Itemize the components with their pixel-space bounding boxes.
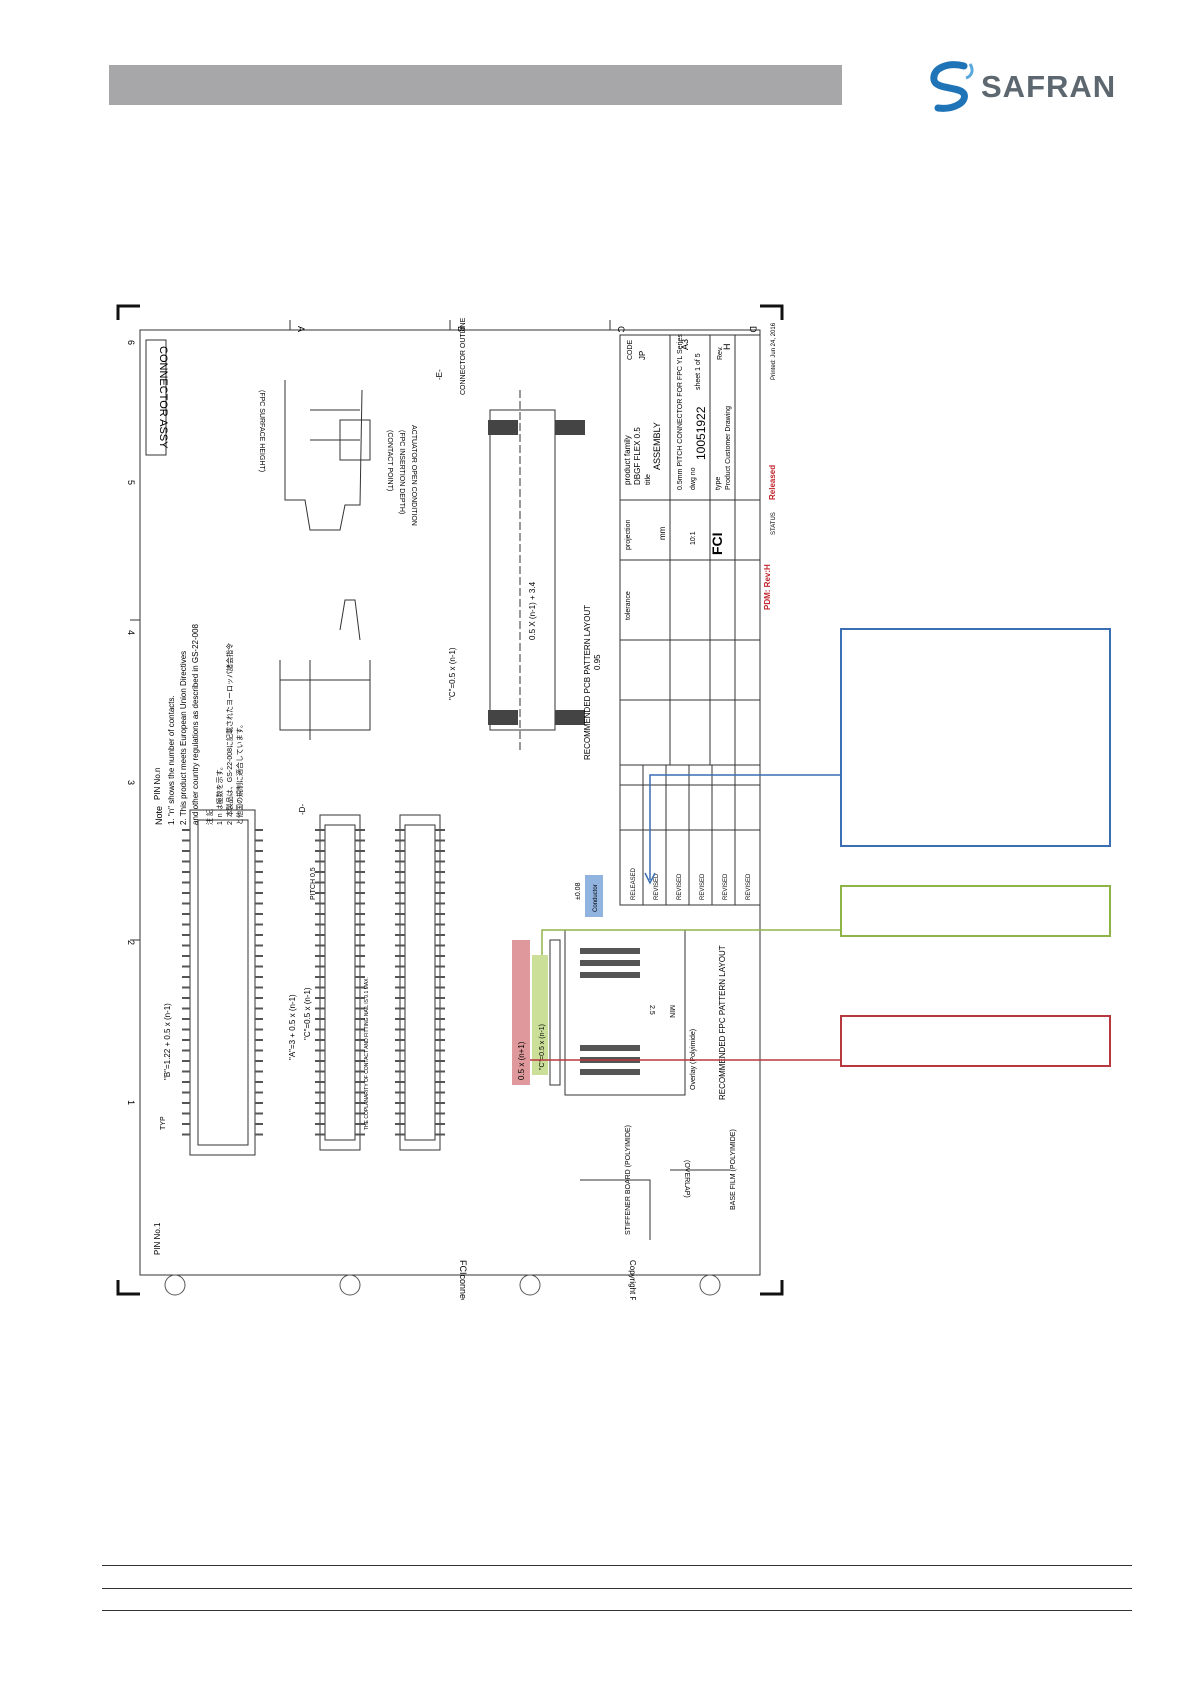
footer-rule-2 — [102, 1588, 1132, 1589]
overlap-label: (OVERLAP) — [683, 1160, 690, 1198]
actuator-label: ACTUATOR OPEN CONDITION — [410, 425, 417, 526]
header-bar — [109, 65, 842, 105]
grid-number-5: 5 — [126, 480, 136, 485]
copyright-label: Copyright FCI — [628, 1260, 637, 1300]
dim-c-label: "C"=0.5 x (n-1) — [303, 987, 312, 1040]
type-label: type — [715, 477, 722, 490]
coplanarity-note: THE COPLANARITY OF CONTACT AND FITTING N… — [364, 977, 370, 1130]
fpc-green-dim: "C"=0.5 x (n-1) — [539, 1024, 546, 1070]
note-jp-2: 2. 本製品は、GS-22-008に記載されたヨーロッパ諸会指令 — [225, 643, 234, 825]
rev-row-d: REVISED — [654, 873, 660, 900]
dwg-no-label: dwg no — [690, 467, 697, 490]
connector-outline-label: CONNECTOR OUTLINE — [460, 317, 467, 395]
footer-rule-3 — [102, 1610, 1132, 1611]
grid-number-1: 1 — [126, 1100, 136, 1105]
code-value: JP — [638, 351, 647, 360]
conductor-highlight — [585, 875, 603, 917]
note-2: 2. This product meets European Union Dir… — [179, 651, 188, 825]
pcb-dim-1: 0.5 X (n-1) + 3.4 — [528, 581, 537, 640]
pin-1-label: PIN No.1 — [153, 1222, 162, 1255]
title-desc: 0.5mm PITCH CONNECTOR FOR FPC YL Series — [677, 334, 684, 490]
product-family-label: product family — [623, 435, 632, 485]
type-value: Product Customer Drawing — [725, 406, 732, 490]
fpc-min-label: MIN — [668, 1005, 675, 1018]
title-label: title — [645, 474, 652, 485]
grid-number-2: 2 — [126, 940, 136, 945]
dwg-no-value: 10051922 — [694, 406, 708, 460]
pdm-rev: PDM: Rev:H — [763, 564, 772, 610]
grid-number-6: 6 — [126, 340, 136, 345]
fci-logo: FCI — [709, 532, 725, 555]
rev-row-f: REVISED — [700, 873, 706, 900]
projection-label: projection — [625, 520, 632, 550]
fpc-dim-08: ±0.08 — [575, 882, 582, 900]
rev-row-e: REVISED — [677, 873, 683, 900]
pin-n-label: PIN No.n — [153, 768, 162, 800]
pcb-layout-title: RECOMMENDED PCB PATTERN LAYOUT — [583, 605, 592, 760]
website-label: FCIconnect.com — [458, 1260, 468, 1300]
fpc-dim-25: 2.5 — [648, 1005, 655, 1015]
rev-row-a: RELEASED — [631, 867, 637, 900]
grid-letter-c: C — [616, 326, 626, 333]
datum-d-label: -D- — [298, 804, 307, 815]
pcb-dim-2: "C"=0.5 x (n-1) — [448, 647, 457, 700]
contact-point-label: (CONTACT POINT) — [386, 430, 393, 491]
status-label: STATUS — [771, 512, 777, 535]
note-jp-1: 1. n は極数を示す。 — [215, 763, 224, 825]
callout-box-red — [840, 1015, 1111, 1067]
rev-row-h: REVISED — [746, 873, 752, 900]
code-label: CODE — [627, 339, 634, 360]
safran-s-icon — [930, 61, 974, 112]
fpc-red-highlight — [512, 940, 530, 1085]
fpc-green-highlight — [532, 955, 548, 1075]
tolerance-label: tolerance — [625, 591, 632, 620]
base-film-label: BASE FILM (POLYIMIDE) — [730, 1129, 737, 1210]
connector-assy-label: CONNECTOR ASSY — [157, 346, 169, 449]
datum-e-label: -E- — [435, 369, 444, 380]
rev-value: H — [722, 344, 732, 351]
rev-row-g: REVISED — [723, 873, 729, 900]
status-value: Released — [768, 465, 777, 500]
fpc-red-dim: 0.5 x (n+1) — [517, 1041, 526, 1080]
note-1: 1. "n" shows the number of contacts. — [167, 695, 176, 825]
product-family-value: DBGF FLEX 0.5 — [633, 427, 642, 485]
grid-letter-d: D — [748, 326, 758, 333]
scale-value: 10:1 — [690, 531, 697, 545]
size-value: A3 — [680, 339, 690, 350]
logo-wordmark: SAFRAN — [981, 69, 1117, 104]
note-jp-head: 注 記 — [205, 809, 214, 825]
footer-rule-1 — [102, 1565, 1132, 1566]
safran-logo: SAFRAN — [926, 60, 1146, 114]
typ-label: TYP — [160, 1116, 167, 1130]
printed-date: Printed: Jun 24, 2016 — [771, 322, 777, 380]
sheet-value: sheet 1 of 5 — [695, 353, 702, 390]
callout-box-blue — [840, 628, 1111, 847]
note-jp-2b: と他国の規制に適合しています。 — [235, 721, 244, 825]
callout-box-green — [840, 885, 1111, 937]
dim-b-label: "B"=1.22 + 0.5 x (n-1) — [163, 1003, 172, 1080]
grid-number-3: 3 — [126, 780, 136, 785]
grid-letter-b: B — [456, 326, 466, 332]
pcb-dim-3: 0.95 — [593, 654, 602, 670]
connector-drawing: A B C D 1 2 3 4 5 6 CONNECTOR ASSY Note … — [116, 304, 840, 1300]
dim-a-label: "A"=3 + 0.5 x (n-1) — [288, 994, 297, 1060]
fpc-surface-label: (FPC SURFACE HEIGHT) — [258, 390, 265, 472]
rev-label: Rev. — [717, 346, 724, 360]
note-2b: and other country regulations as describ… — [191, 623, 200, 825]
grid-letter-a: A — [296, 326, 306, 332]
grid-number-4: 4 — [126, 630, 136, 635]
conductor-label: Conductor — [593, 884, 599, 912]
insertion-depth-label: (FPC INSERTION DEPTH) — [398, 430, 405, 514]
fpc-layout-title: RECOMMENDED FPC PATTERN LAYOUT — [718, 945, 727, 1100]
unit-value: mm — [658, 526, 667, 540]
pitch-label: PITCH 0.5 — [310, 867, 317, 900]
title-value: ASSEMBLY — [652, 422, 662, 470]
note-heading: Note — [154, 806, 164, 825]
